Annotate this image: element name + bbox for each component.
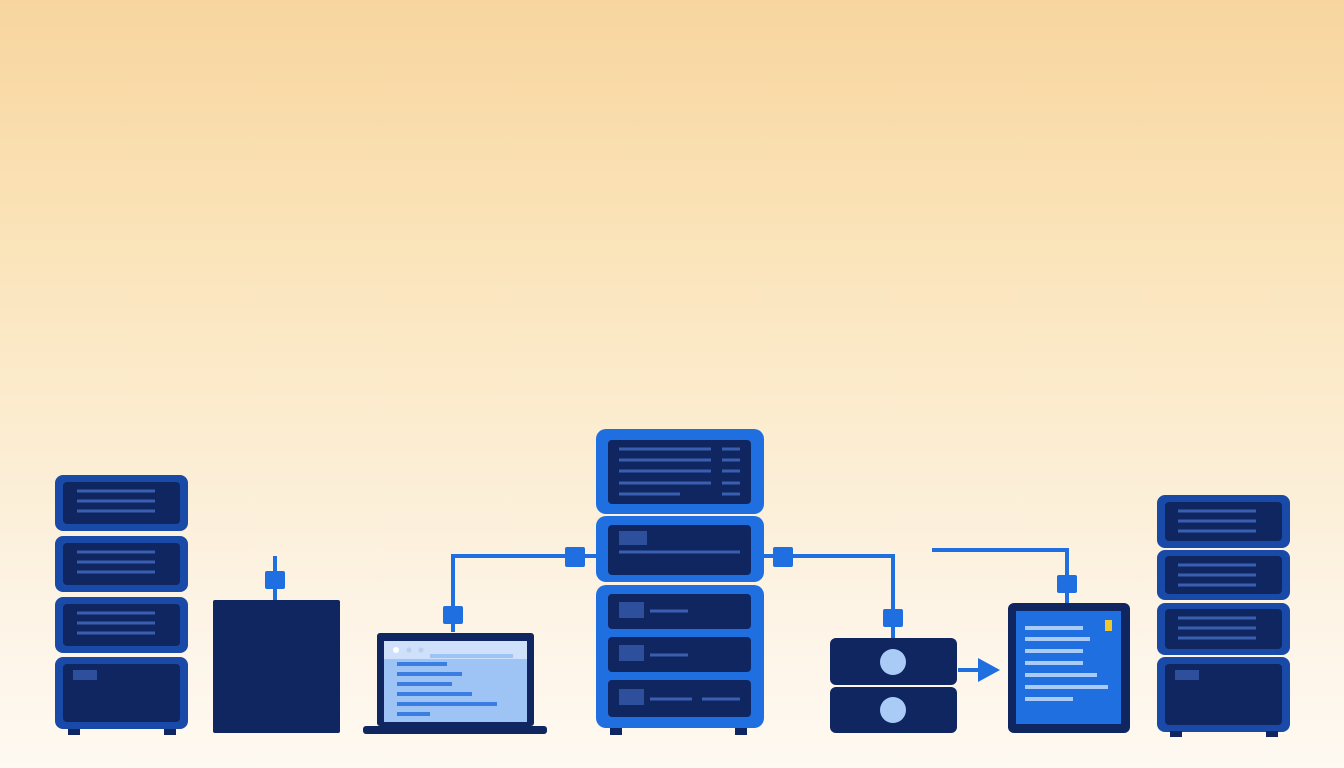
central-server-icon <box>596 429 764 735</box>
connector-icon <box>1057 575 1077 593</box>
server-to-storage-line <box>763 554 895 638</box>
panel-connector-line <box>932 548 1069 603</box>
cabinet-icon <box>213 600 340 733</box>
connectors <box>265 547 1077 627</box>
laptop-to-server-line <box>451 554 598 632</box>
connector-icon <box>265 571 285 589</box>
connector-icon <box>773 547 793 567</box>
server-rack-right-icon <box>1157 495 1290 737</box>
connector-icon <box>443 606 463 624</box>
document-panel-icon <box>1008 603 1130 733</box>
storage-unit-icon <box>830 638 957 733</box>
arrow-right-icon <box>978 658 1000 682</box>
connector-icon <box>883 609 903 627</box>
connector-icon <box>565 547 585 567</box>
laptop-icon <box>363 633 547 734</box>
server-rack-left-icon <box>55 475 188 735</box>
